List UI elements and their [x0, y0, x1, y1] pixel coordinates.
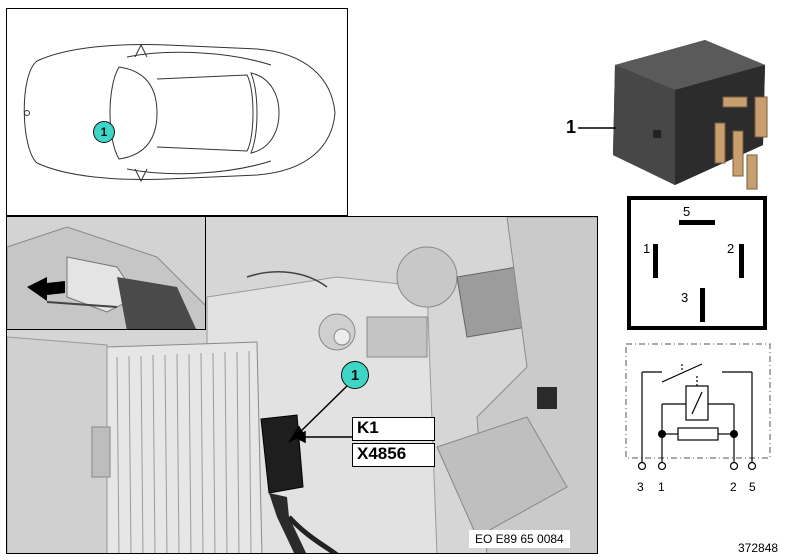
pin-label-2: 2: [727, 241, 735, 256]
document-number: 372848: [738, 541, 779, 555]
relay-part-illustration: [613, 40, 768, 190]
relay-circuit-schematic: [625, 343, 771, 471]
pin-label-5: 5: [683, 204, 691, 219]
terminal-label-5: 5: [749, 480, 756, 494]
photo-code: EO E89 65 0084: [469, 530, 570, 548]
pin-bar-5: [679, 220, 715, 225]
pin-label-3: 3: [681, 290, 689, 305]
car-outline-illustration: [23, 43, 336, 183]
car-location-callout: 1: [93, 121, 115, 143]
component-tag-k1: K1: [352, 417, 435, 441]
installation-photo-panel: 1 K1 X4856 EO E89 65 0084: [6, 216, 598, 554]
pin-bar-2: [739, 244, 744, 278]
terminal-label-3: 3: [637, 480, 644, 494]
pin-layout-diagram: 5 1 2 3: [627, 196, 767, 330]
part-label: 1: [566, 117, 577, 137]
part-leader-line: [578, 127, 616, 129]
component-tag-x4856: X4856: [352, 443, 435, 467]
car-top-view-panel: 1: [6, 8, 348, 216]
pin-bar-3: [700, 288, 705, 322]
photo-location-callout: 1: [341, 361, 369, 389]
terminal-label-1: 1: [658, 480, 665, 494]
detail-inset-illustration: [7, 217, 205, 329]
detail-inset: [7, 217, 206, 330]
pin-label-1: 1: [643, 241, 651, 256]
terminal-label-2: 2: [730, 480, 737, 494]
pin-bar-1: [653, 244, 658, 278]
